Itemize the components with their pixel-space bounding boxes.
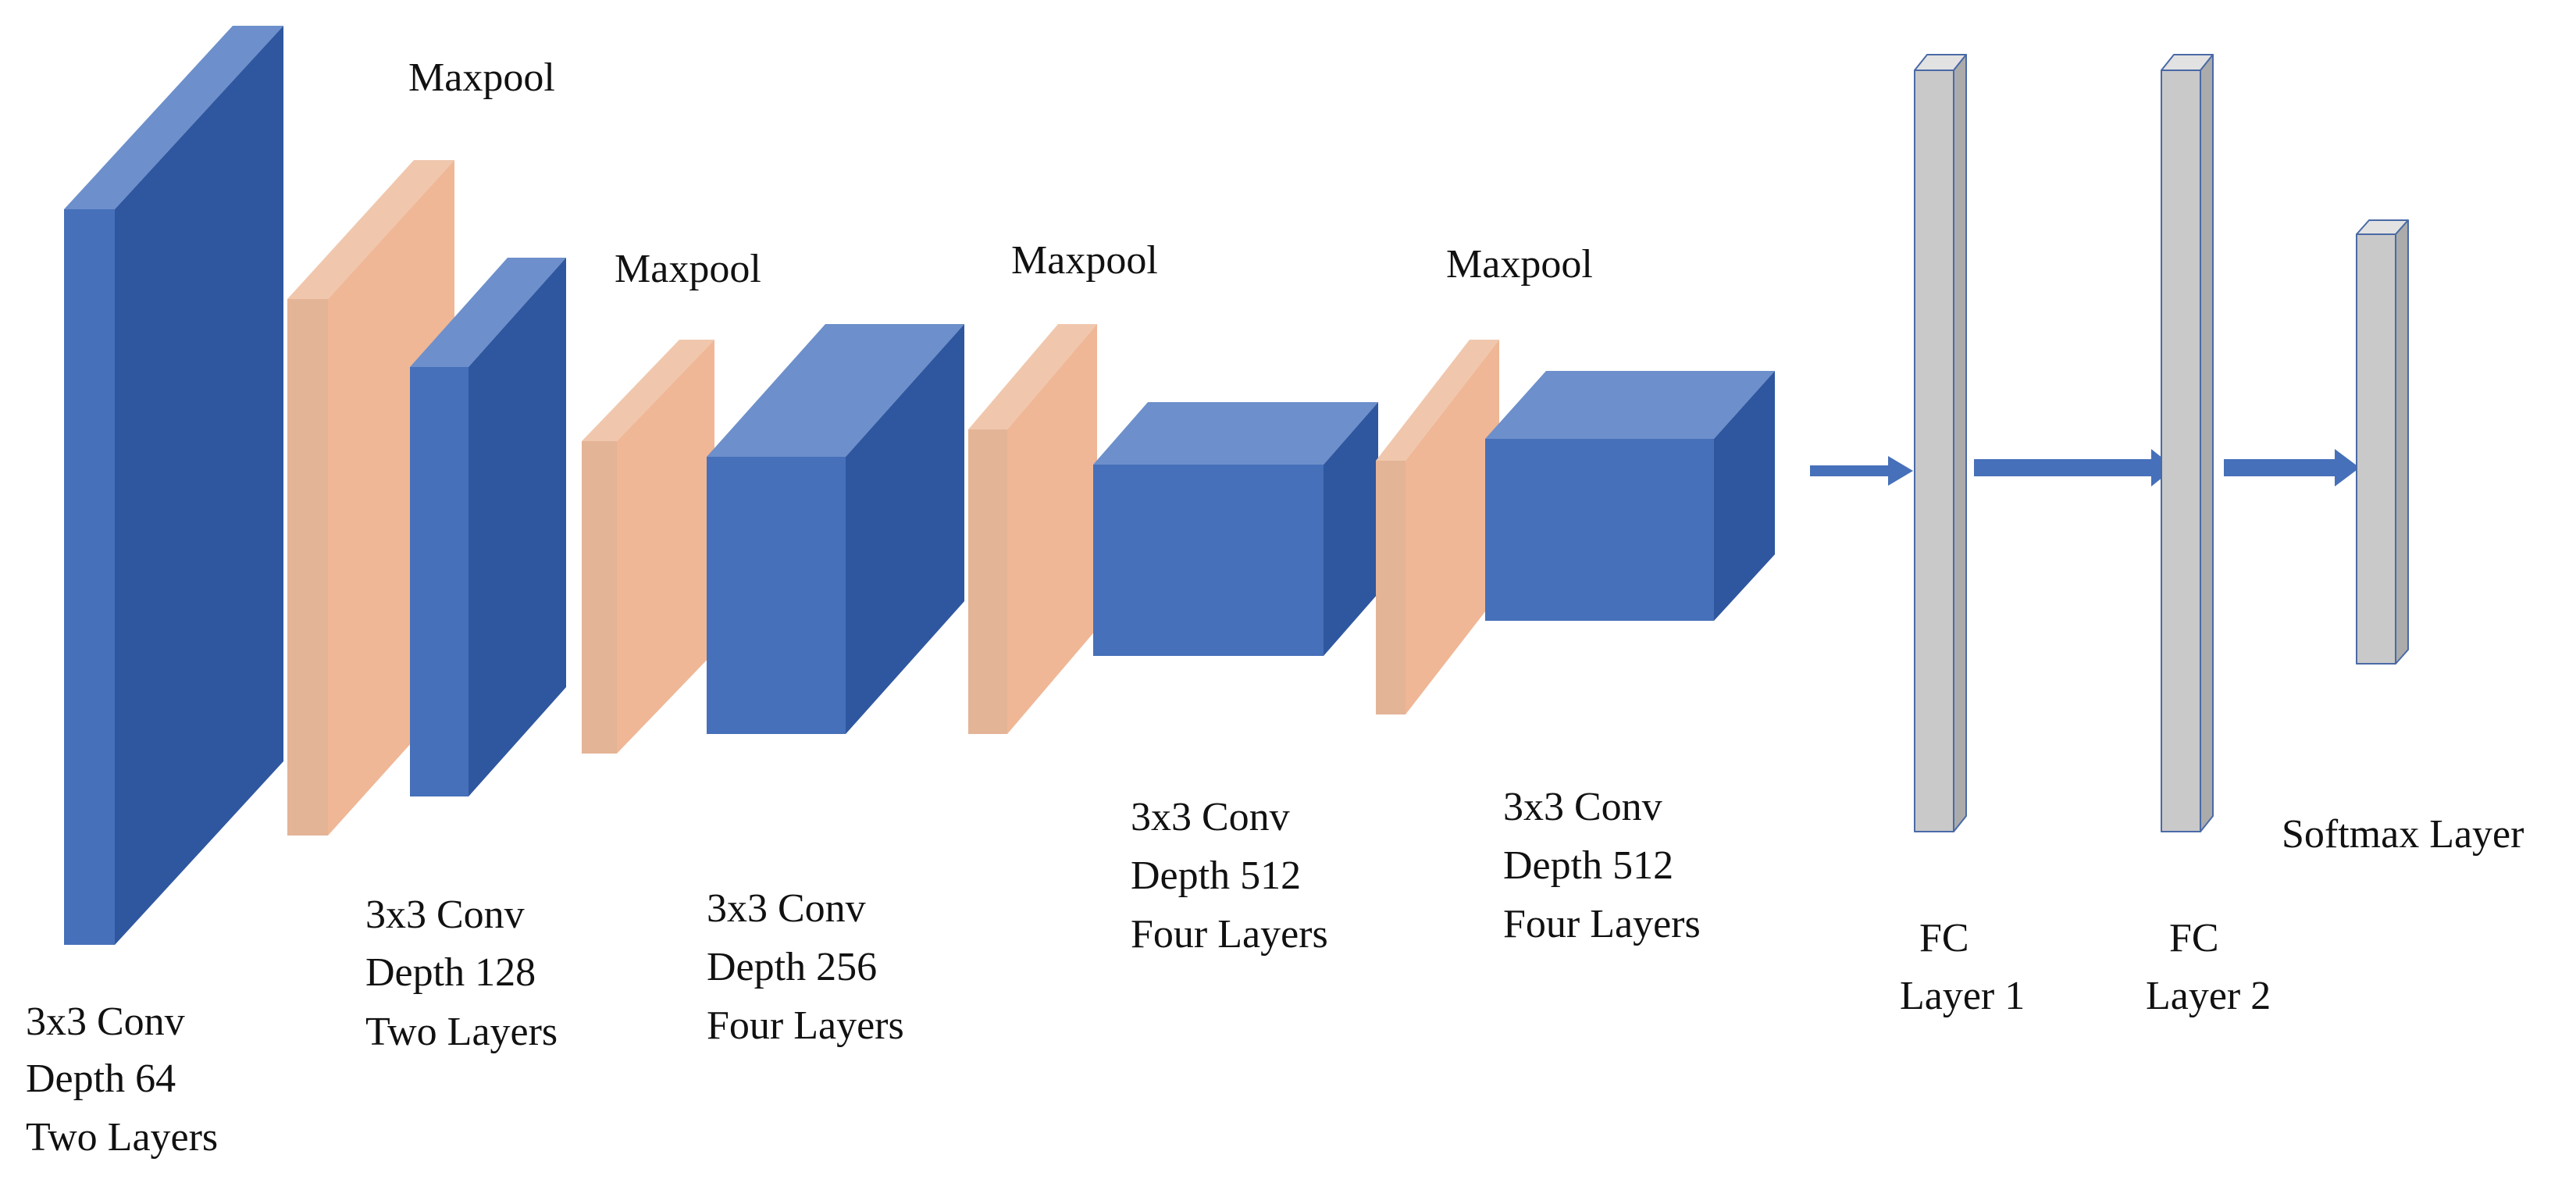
maxpool-label-1: Maxpool xyxy=(408,55,555,100)
conv-label-3-line-3: Four Layers xyxy=(707,1003,904,1048)
conv-block-5 xyxy=(1485,371,1775,621)
maxpool-block-4 xyxy=(1376,340,1499,714)
maxpool-label-4: Maxpool xyxy=(1446,242,1593,287)
conv-label-5-line-2: Depth 512 xyxy=(1503,843,1673,888)
conv-block-2 xyxy=(410,258,566,796)
conv-label-4-line-3: Four Layers xyxy=(1131,912,1328,957)
softmax-layer xyxy=(2356,219,2409,665)
flow-arrow-3 xyxy=(2224,449,2360,486)
conv-label-3-line-2: Depth 256 xyxy=(707,945,877,989)
fc-layer-1 xyxy=(1914,54,1967,832)
conv-label-5-line-3: Four Layers xyxy=(1503,902,1701,946)
fc-layer-2 xyxy=(2161,54,2214,832)
conv-label-4-line-2: Depth 512 xyxy=(1131,853,1301,898)
conv-block-3 xyxy=(707,324,964,734)
maxpool-label-3: Maxpool xyxy=(1011,238,1158,283)
conv-label-2-line-1: 3x3 Conv xyxy=(365,893,525,937)
conv-label-3-line-1: 3x3 Conv xyxy=(707,886,866,931)
flow-arrow-1 xyxy=(1810,456,1913,486)
conv-label-1-line-2: Depth 64 xyxy=(26,1057,176,1101)
conv-label-1-line-3: Two Layers xyxy=(26,1115,218,1160)
fc1-label-line-2: Layer 1 xyxy=(1900,974,2025,1018)
conv-label-2-line-2: Depth 128 xyxy=(365,950,536,995)
softmax-label: Softmax Layer xyxy=(2282,812,2524,857)
conv-label-1-line-1: 3x3 Conv xyxy=(26,999,185,1044)
conv-label-5-line-1: 3x3 Conv xyxy=(1503,785,1662,829)
conv-block-1 xyxy=(64,26,283,945)
conv-label-4-line-1: 3x3 Conv xyxy=(1131,795,1290,839)
fc2-label-line-1: FC xyxy=(2169,916,2219,960)
maxpool-label-2: Maxpool xyxy=(615,247,761,291)
fc1-label-line-1: FC xyxy=(1919,916,1969,960)
fc2-label-line-2: Layer 2 xyxy=(2146,974,2271,1018)
flow-arrow-2 xyxy=(1974,449,2175,486)
conv-label-2-line-3: Two Layers xyxy=(365,1010,558,1054)
maxpool-block-3 xyxy=(968,324,1097,734)
conv-block-4 xyxy=(1093,402,1378,656)
maxpool-block-2 xyxy=(582,340,714,754)
